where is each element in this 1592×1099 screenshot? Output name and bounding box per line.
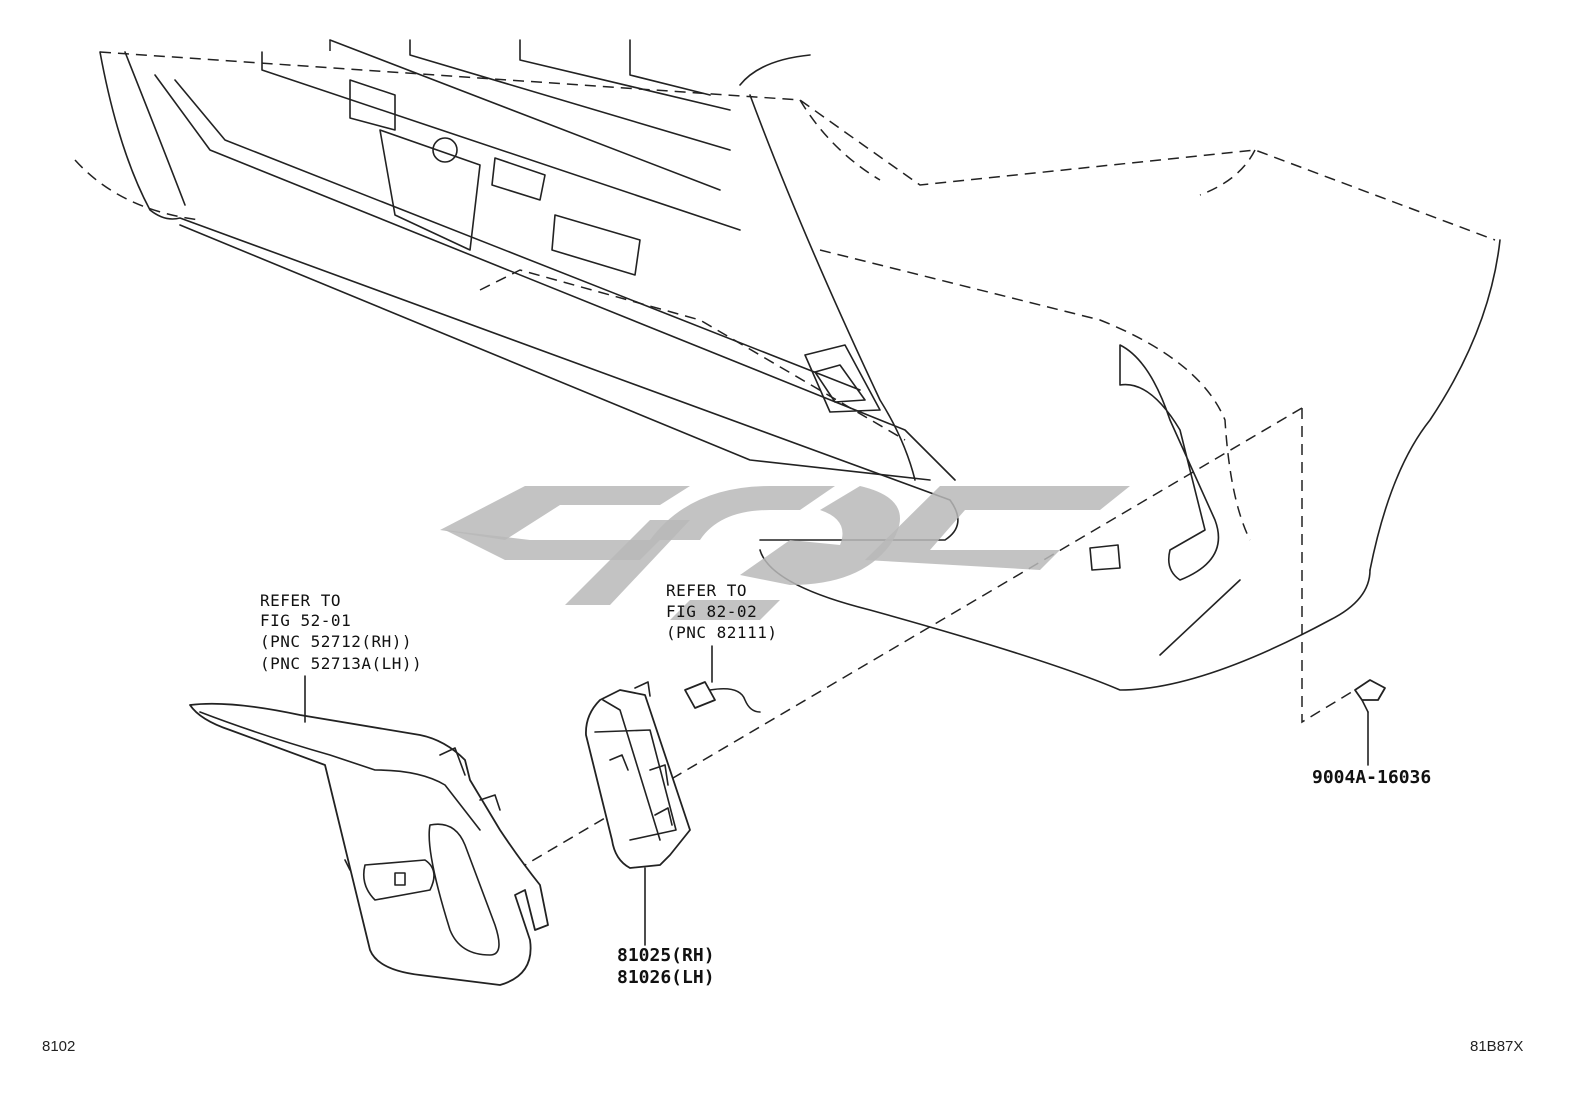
watermark-logo	[440, 486, 1130, 620]
part-number-lamp-rh: 81025(RH)	[617, 945, 715, 966]
part-number-lamp-lh: 81026(LH)	[617, 967, 715, 988]
wire-connector	[684, 681, 761, 713]
refer-bezel-line-3: (PNC 52712(RH))	[260, 632, 412, 651]
leader-lines	[304, 645, 1369, 946]
part-number-screw: 9004A-16036	[1312, 767, 1432, 788]
refer-bezel-line-2: FIG 52-01	[260, 611, 352, 630]
fog-lamp	[585, 681, 691, 869]
screw-clip	[1354, 679, 1386, 713]
fog-lamp-bezel	[189, 702, 549, 986]
refer-bezel-line-1: REFER TO	[260, 591, 342, 610]
refer-wire-line-3: (PNC 82111)	[666, 623, 778, 642]
refer-bezel-line-4: (PNC 52713A(LH))	[260, 654, 423, 673]
refer-wire-line-2: FIG 82-02	[666, 602, 758, 621]
front-bumper-cover	[99, 39, 1501, 691]
refer-wire-line-1: REFER TO	[666, 581, 748, 600]
figure-number: 8102	[42, 1038, 76, 1055]
illustration-code: 81B87X	[1470, 1038, 1524, 1055]
